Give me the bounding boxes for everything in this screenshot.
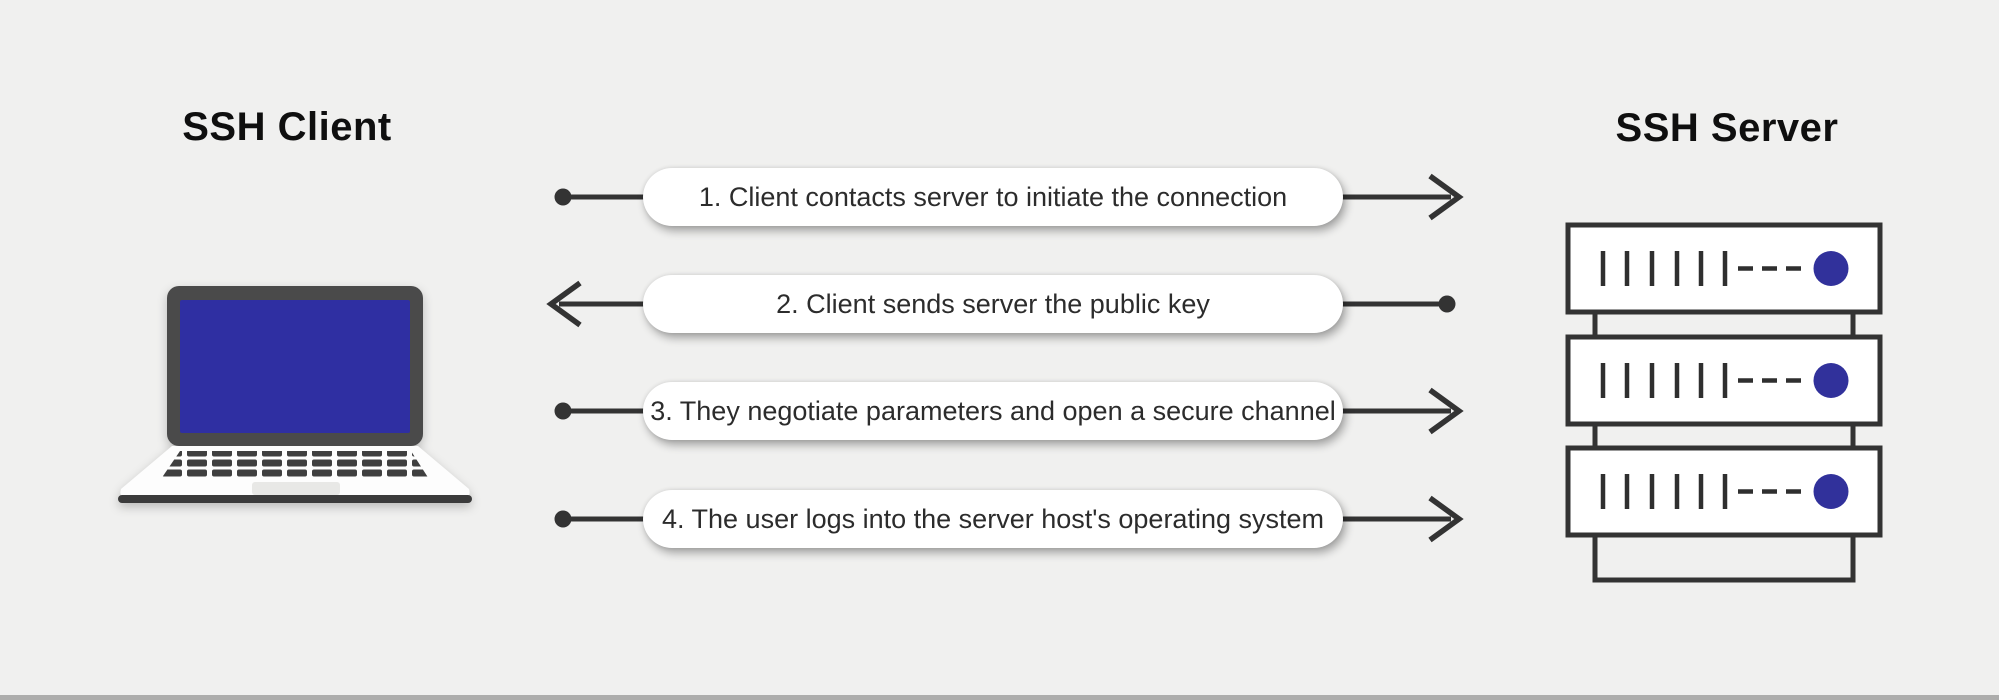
message-row-3: 3. They negotiate parameters and open a …	[545, 382, 1465, 440]
server-rack-icon	[1555, 215, 1895, 595]
server-unit-1	[1568, 225, 1880, 312]
arrowhead-right-icon	[1428, 387, 1464, 435]
bottom-border-bar	[0, 695, 1999, 700]
message-label: 3. They negotiate parameters and open a …	[650, 395, 1336, 426]
laptop-icon	[110, 278, 480, 513]
arrow-origin-dot	[1438, 295, 1456, 313]
arrow-origin-dot	[554, 402, 572, 420]
message-label: 4. The user logs into the server host's …	[662, 503, 1324, 534]
laptop-keyboard	[161, 451, 429, 479]
message-label: 1. Client contacts server to initiate th…	[698, 181, 1288, 212]
message-pill: 1. Client contacts server to initiate th…	[643, 168, 1343, 226]
message-row-4: 4. The user logs into the server host's …	[545, 490, 1465, 548]
laptop-screen	[180, 300, 410, 433]
message-row-1: 1. Client contacts server to initiate th…	[545, 168, 1465, 226]
client-title: SSH Client	[182, 105, 392, 149]
message-label: 2. Client sends server the public key	[776, 288, 1210, 319]
server-unit-2	[1568, 337, 1880, 424]
arrowhead-right-icon	[1428, 495, 1464, 543]
server-title: SSH Server	[1615, 106, 1839, 150]
message-pill: 4. The user logs into the server host's …	[643, 490, 1343, 548]
arrow-origin-dot	[554, 188, 572, 206]
message-pill: 2. Client sends server the public key	[643, 275, 1343, 333]
arrow-origin-dot	[554, 510, 572, 528]
arrowhead-right-icon	[1428, 173, 1464, 221]
server-unit-3	[1568, 448, 1880, 535]
message-row-2: 2. Client sends server the public key	[545, 275, 1465, 333]
arrowhead-left-icon	[546, 280, 582, 328]
laptop-trackpad	[252, 482, 340, 495]
laptop-base-rim	[118, 495, 472, 503]
message-pill: 3. They negotiate parameters and open a …	[643, 382, 1343, 440]
